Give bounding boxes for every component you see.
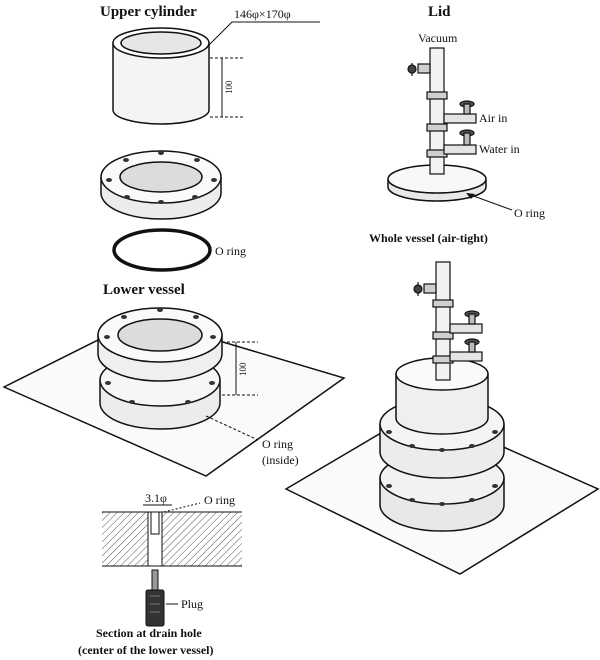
drain-plug: [145, 569, 165, 627]
hole-dimension: [143, 502, 201, 513]
o-ring-inside-leader: [205, 415, 259, 441]
air-in-valve: [443, 100, 477, 124]
label-o-ring-lid: O ring: [514, 206, 545, 220]
label-dim-100-lower: 100: [238, 362, 248, 376]
label-section-title-2: (center of the lower vessel): [78, 643, 214, 657]
label-inside: (inside): [262, 453, 299, 467]
label-lower-vessel: Lower vessel: [103, 282, 185, 298]
cylinder-dimension-100: [210, 57, 245, 118]
lower-dimension-100: [222, 341, 258, 396]
lid-o-ring-leader: [467, 193, 513, 211]
upper-cylinder: [112, 27, 210, 125]
lower-vessel-bolt-heads: [104, 308, 216, 404]
label-o-ring-upper: O ring: [215, 244, 246, 258]
label-upper-cylinder: Upper cylinder: [100, 4, 197, 20]
lid-pipe: [407, 47, 448, 175]
label-air-in: Air in: [479, 111, 507, 125]
label-cylinder-dimension: 146φ×170φ: [234, 7, 291, 21]
label-vacuum: Vacuum: [418, 31, 458, 45]
label-o-ring-section: O ring: [204, 493, 235, 507]
lid-o-ring-arrowhead: [466, 193, 475, 199]
lower-vessel-top-flange: [97, 307, 223, 382]
whole-vessel-pipe: [413, 261, 483, 381]
flange-bolt-holes: [106, 151, 217, 204]
label-water-in: Water in: [479, 142, 520, 156]
label-dim-100-upper: 100: [224, 80, 234, 94]
o-ring-upper: [112, 228, 212, 272]
water-in-valve: [443, 129, 477, 155]
label-whole-vessel: Whole vessel (air-tight): [369, 231, 488, 245]
label-o-ring-inside: O ring: [262, 437, 293, 451]
label-lid: Lid: [428, 4, 451, 20]
upper-flange-ring: [100, 150, 222, 220]
label-hole-dimension: 3.1φ: [145, 491, 167, 505]
label-section-title-1: Section at drain hole: [96, 626, 202, 640]
drain-section: [102, 511, 242, 567]
label-plug: Plug: [181, 597, 203, 611]
lid: [387, 164, 487, 202]
whole-vessel-bolt-heads: [386, 430, 498, 506]
cylinder-dimension-leader: [205, 21, 233, 49]
